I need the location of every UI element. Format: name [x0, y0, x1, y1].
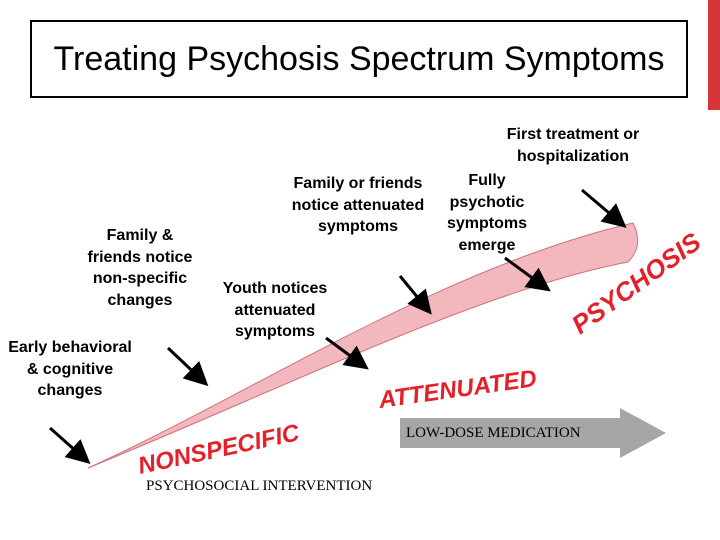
label-psychosocial-intervention: PSYCHOSOCIAL INTERVENTION	[146, 478, 373, 494]
label-youth-attenuated: Youth notices attenuated symptoms	[222, 280, 328, 340]
pointer-arrow-early	[49, 426, 91, 464]
accent-bar	[708, 0, 720, 110]
pointer-arrow-family-attenuated	[398, 275, 432, 315]
page-title: Treating Psychosis Spectrum Symptoms	[53, 39, 665, 78]
symptom-wedge	[87, 222, 639, 469]
stage-nonspecific: NONSPECIFIC	[136, 419, 303, 480]
pointer-arrow-family-nonspecific	[166, 346, 209, 387]
label-fully-psychotic: Fully psychotic symptoms emerge	[446, 172, 528, 254]
pointer-arrow-youth	[325, 336, 369, 370]
label-low-dose-medication: LOW-DOSE MEDICATION	[406, 425, 581, 441]
medication-arrow	[400, 408, 666, 458]
title-box: Treating Psychosis Spectrum Symptoms	[30, 20, 688, 98]
label-family-attenuated: Family or friends notice attenuated symp…	[291, 175, 425, 235]
label-family-nonspecific: Family & friends notice non-specific cha…	[87, 227, 193, 309]
stage-attenuated: ATTENUATED	[376, 365, 538, 414]
pointer-arrow-first-treatment	[581, 188, 627, 228]
label-first-treatment: First treatment or hospitalization	[506, 126, 640, 165]
label-early-changes: Early behavioral & cognitive changes	[8, 339, 132, 399]
pointer-arrow-fully-psychotic	[504, 256, 551, 292]
